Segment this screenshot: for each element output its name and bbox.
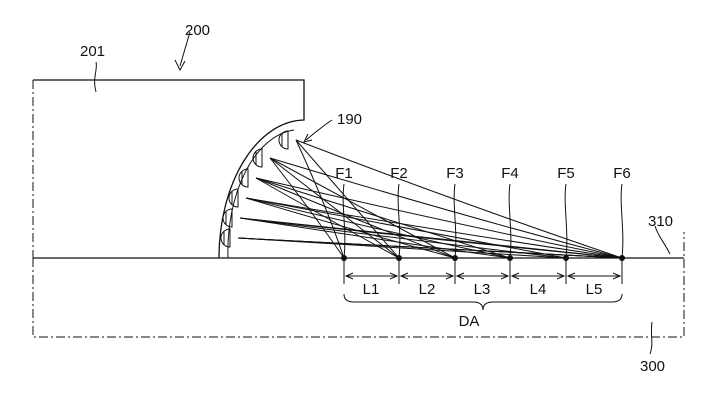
label-l1: L1 <box>363 281 380 298</box>
lens-element-4 <box>228 188 239 208</box>
label-310: 310 <box>648 213 673 230</box>
label-f4: F4 <box>501 165 519 182</box>
light-ray-5-3 <box>239 217 511 259</box>
light-ray-3-1 <box>255 177 456 259</box>
label-l5: L5 <box>586 281 603 298</box>
lens-element-5 <box>222 208 233 228</box>
label-200: 200 <box>185 22 210 39</box>
light-rays <box>237 139 623 259</box>
focal-leader-5 <box>564 183 568 259</box>
label-190: 190 <box>337 111 362 128</box>
label-da: DA <box>459 313 480 330</box>
focal-leader-6 <box>620 183 624 259</box>
light-ray-2-2 <box>269 157 623 259</box>
leader-310 <box>654 225 671 255</box>
dimension-arrow-left-3 <box>455 272 465 280</box>
label-l3: L3 <box>474 281 491 298</box>
dimension-arrow-left-1 <box>344 272 354 280</box>
focal-leader-2 <box>397 183 401 259</box>
device-body-outline <box>33 79 305 259</box>
label-300: 300 <box>640 358 665 375</box>
light-ray-1-2 <box>295 139 623 259</box>
dimension-arrow-left-2 <box>399 272 409 280</box>
stage-outline <box>32 232 685 338</box>
label-f2: F2 <box>390 165 408 182</box>
lens-element-3 <box>238 168 249 188</box>
focal-leader-3 <box>453 183 457 259</box>
light-ray-3-3 <box>255 177 400 259</box>
dimension-arrow-right-4 <box>556 272 566 280</box>
light-ray-3-straight <box>255 177 511 259</box>
leader-190-arrow <box>303 133 313 143</box>
lens-element-2 <box>252 148 263 168</box>
label-f6: F6 <box>613 165 631 182</box>
dimension-arrow-left-5 <box>566 272 576 280</box>
light-ray-4-2 <box>245 197 623 259</box>
light-ray-6-straight <box>237 237 623 259</box>
leader-300 <box>649 321 653 355</box>
lens-array <box>220 130 289 248</box>
label-f1: F1 <box>335 165 353 182</box>
label-f3: F3 <box>446 165 464 182</box>
label-l2: L2 <box>419 281 436 298</box>
dimension-lines <box>343 258 623 311</box>
light-ray-6-3 <box>237 237 567 259</box>
light-ray-3-2 <box>255 177 623 259</box>
region-brace <box>343 293 623 311</box>
dimension-arrow-right-5 <box>612 272 622 280</box>
light-ray-4-1 <box>245 197 511 259</box>
light-ray-1-1 <box>295 139 345 259</box>
lens-element-1 <box>278 130 289 150</box>
leader-201 <box>94 61 97 93</box>
focal-leader-4 <box>508 183 512 259</box>
leader-200-arrow <box>174 59 186 72</box>
lens-element-6 <box>220 228 231 248</box>
lens-carrier-arc <box>227 129 295 259</box>
dimension-arrow-right-1 <box>389 272 399 280</box>
label-l4: L4 <box>530 281 547 298</box>
focal-leader-1 <box>342 183 346 259</box>
leader-190 <box>305 119 333 141</box>
leader-200 <box>179 31 191 67</box>
dimension-arrow-right-3 <box>500 272 510 280</box>
dimension-arrow-left-4 <box>510 272 520 280</box>
dimension-arrow-right-2 <box>445 272 455 280</box>
label-201: 201 <box>80 43 105 60</box>
label-f5: F5 <box>557 165 575 182</box>
light-ray-5-straight <box>239 217 623 259</box>
light-ray-4-straight <box>245 197 567 259</box>
